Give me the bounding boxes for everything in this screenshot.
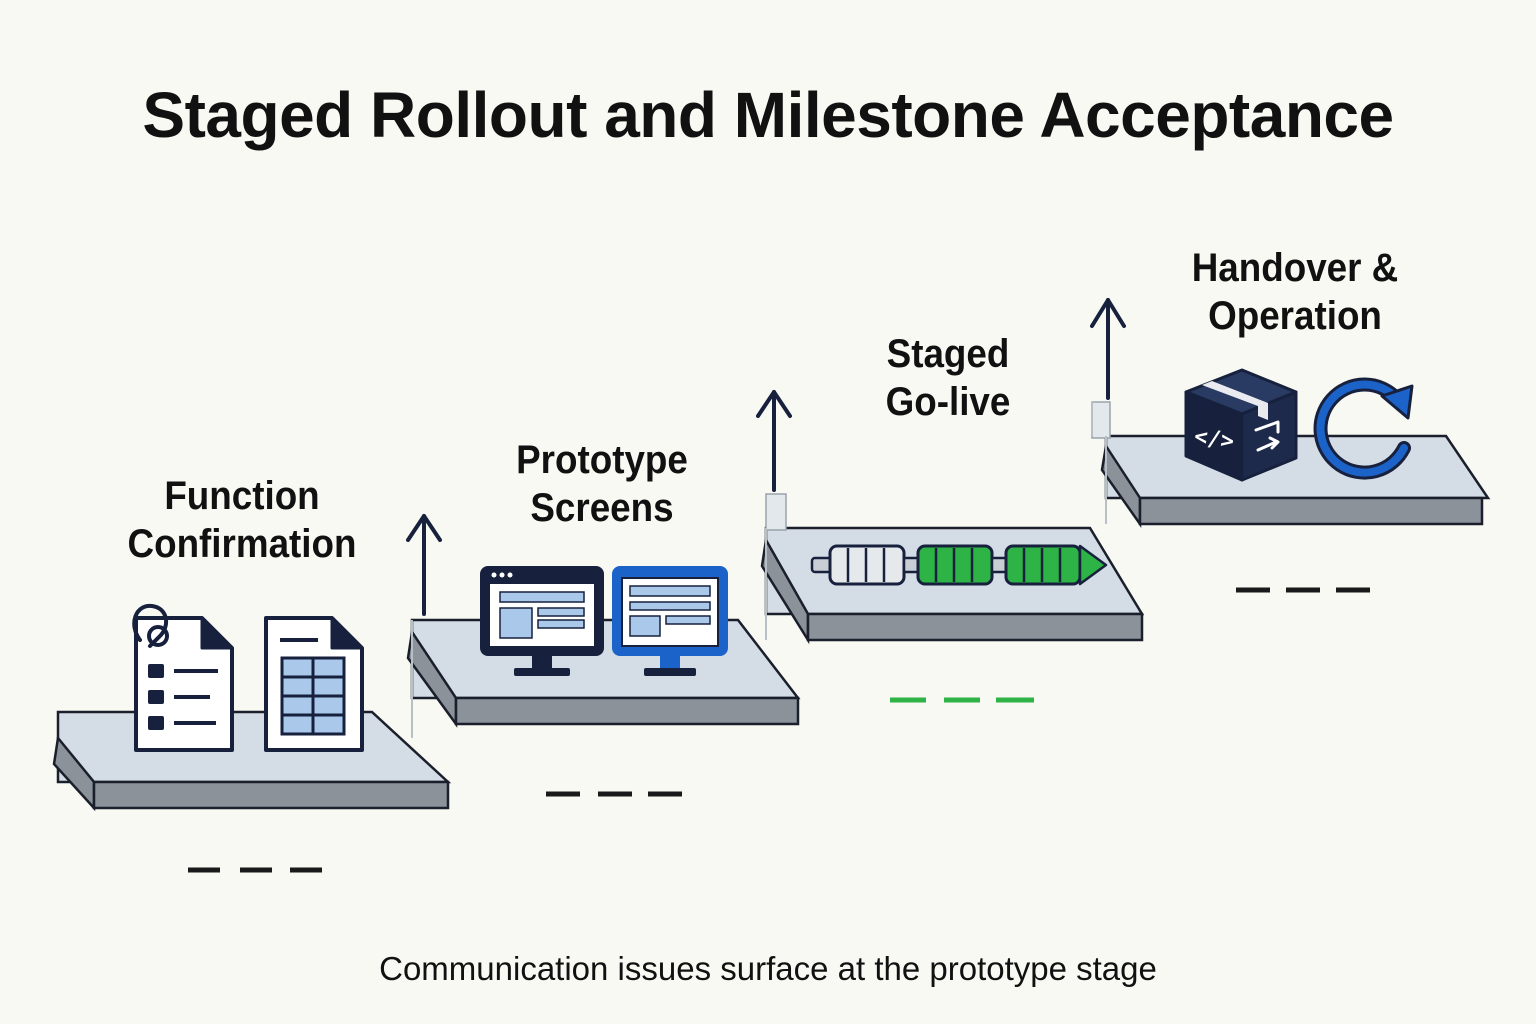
riser-guides (411, 402, 1107, 738)
footer-caption: Communication issues surface at the prot… (379, 950, 1157, 987)
stage-label-line: Staged (886, 332, 1010, 376)
up-arrow-icon (406, 514, 442, 616)
stage-label-line: Handover & (1191, 246, 1399, 290)
code-package-icon: </> (1184, 368, 1298, 482)
stage-label-staged-go-live: Staged Go-live (847, 330, 1049, 426)
up-arrow-icon (756, 390, 792, 492)
stage-label-line: Prototype (516, 438, 688, 482)
up-arrow-icon (1090, 298, 1126, 400)
screen-monitor-icon (612, 566, 728, 676)
stage-label-line: Operation (1208, 294, 1382, 338)
page-title: Staged Rollout and Milestone Acceptance (142, 79, 1394, 151)
svg-text:</>: </> (1193, 424, 1236, 454)
spreadsheet-document-icon (264, 616, 364, 752)
stage-label-line: Screens (530, 486, 674, 530)
refresh-cycle-icon (1313, 377, 1414, 480)
stage-label-line: Go-live (885, 380, 1011, 424)
stage-label-prototype-screens: Prototype Screens (482, 436, 721, 532)
stage-label-line: Function (164, 474, 320, 518)
stage-label-handover-operation: Handover & Operation (1171, 244, 1419, 340)
stage-label-function-confirmation: Function Confirmation (122, 472, 361, 568)
browser-monitor-icon (480, 566, 604, 676)
platform-step-1 (52, 710, 452, 812)
stage-label-line: Confirmation (127, 522, 357, 566)
progress-segments-icon (810, 544, 1108, 586)
checklist-document-icon (132, 603, 234, 752)
